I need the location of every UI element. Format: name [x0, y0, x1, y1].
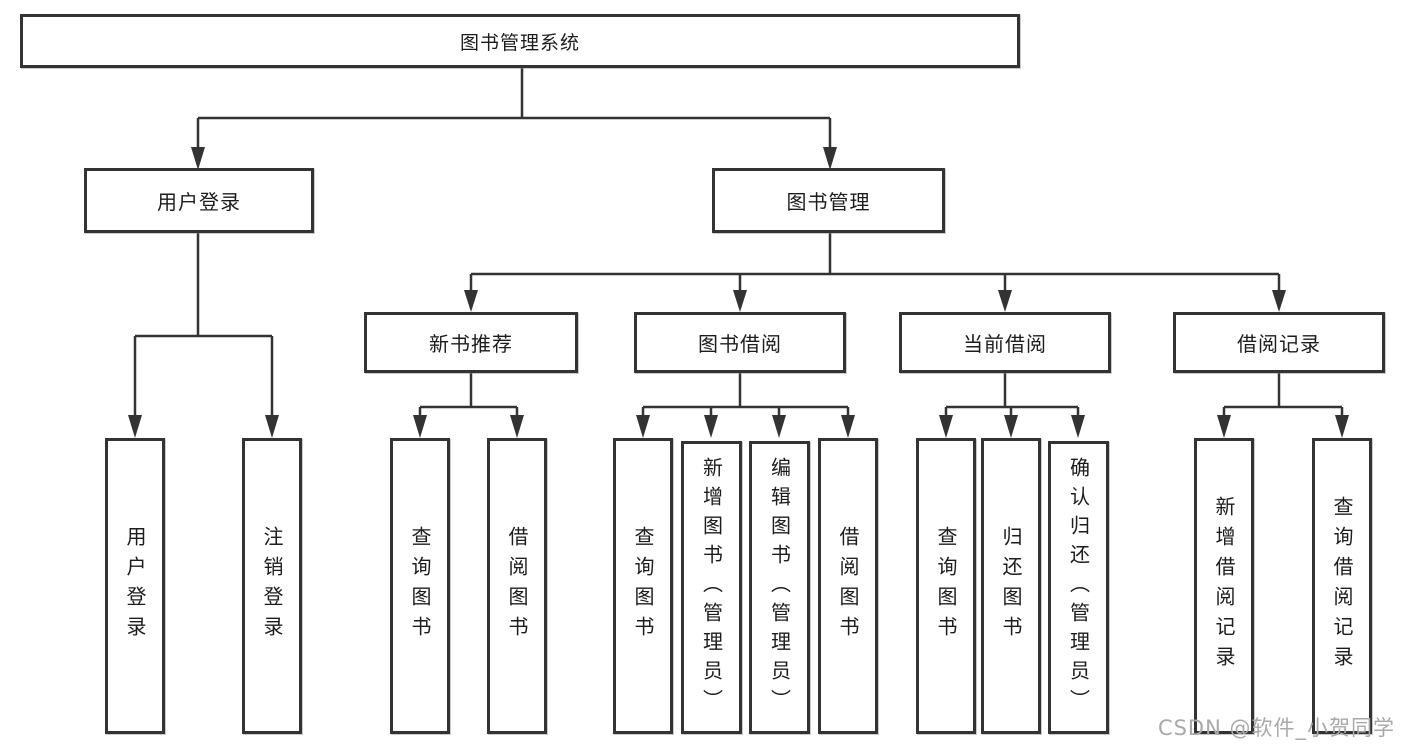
node-leaf-newbook-borrow: 借阅图书: [487, 438, 547, 734]
node-leaf-current-query: 查询图书: [916, 438, 976, 734]
node-book-mgmt-branch: 图书管理: [712, 168, 945, 233]
connector-bookmgmt-to-level3: [464, 232, 1286, 312]
node-root: 图书管理系统: [20, 14, 1020, 68]
node-leaf-user-login: 用户登录: [105, 438, 165, 734]
connector-newbook-to-leaves: [413, 372, 524, 438]
node-leaf-records-query: 查询借阅记录: [1312, 438, 1372, 734]
node-leaf-current-confirm-admin: 确认归还（管理员）: [1048, 441, 1109, 734]
node-leaf-current-return: 归还图书: [981, 438, 1041, 734]
node-leaf-borrow-query: 查询图书: [613, 438, 673, 734]
node-leaf-borrow-add-admin: 新增图书（管理员）: [681, 441, 742, 734]
node-leaf-records-add: 新增借阅记录: [1194, 438, 1254, 734]
node-borrow-records: 借阅记录: [1173, 312, 1385, 373]
node-leaf-logout: 注销登录: [242, 438, 302, 734]
node-leaf-newbook-query: 查询图书: [390, 438, 450, 734]
node-book-borrow: 图书借阅: [634, 312, 846, 373]
node-user-login-branch: 用户登录: [84, 168, 314, 233]
node-leaf-borrow-borrow: 借阅图书: [818, 438, 878, 734]
node-leaf-borrow-edit-admin: 编辑图书（管理员）: [749, 441, 810, 734]
connector-records-to-leaves: [1217, 372, 1349, 438]
watermark: CSDN @软件_小贺同学: [1157, 716, 1395, 740]
node-new-book-recommend: 新书推荐: [364, 312, 578, 373]
connector-currentborrow-to-leaves: [939, 372, 1085, 438]
node-current-borrow: 当前借阅: [899, 312, 1111, 373]
connector-userlogin-to-leaves: [128, 232, 279, 438]
connector-root-to-level2: [191, 67, 837, 170]
connector-bookborrow-to-leaves: [636, 372, 855, 438]
